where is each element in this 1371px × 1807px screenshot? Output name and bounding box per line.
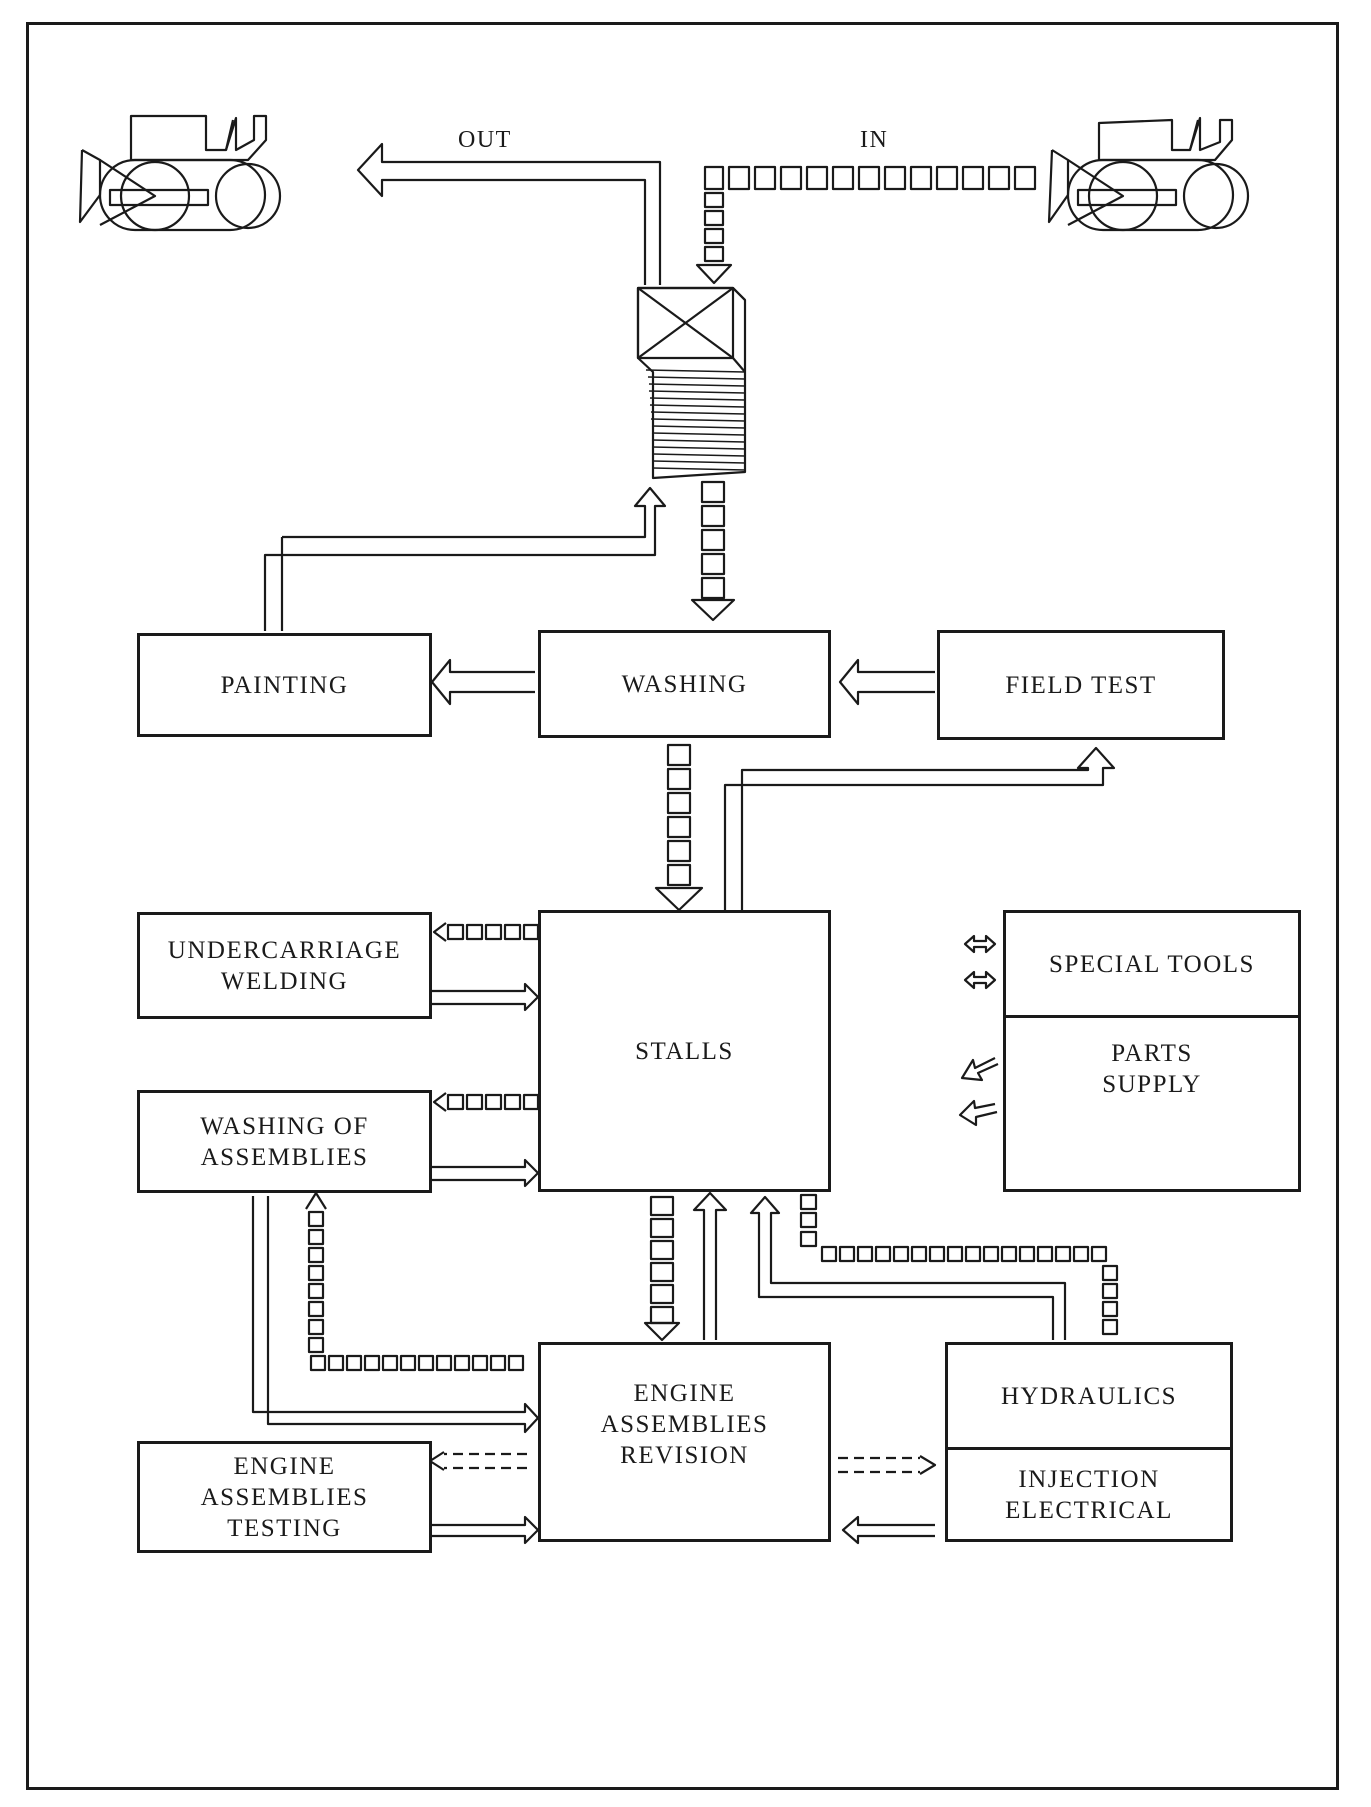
arrow-revision-to-testing-head <box>430 1452 444 1470</box>
special-tools-arrows-icon <box>965 936 995 988</box>
special-tools-section: SPECIAL TOOLS <box>1006 913 1298 1018</box>
parts-supply-arrows-icon <box>960 1058 998 1125</box>
arrow-painting-to-entry <box>265 488 665 631</box>
arrow-washing-to-painting <box>432 660 535 704</box>
bulldozer-out-icon <box>80 116 280 230</box>
field-test-label: FIELD TEST <box>1005 670 1156 701</box>
revision-label: REVISION <box>620 1440 749 1471</box>
washing-box: WASHING <box>538 630 831 738</box>
testing-label: TESTING <box>227 1513 342 1544</box>
assemblies-label: ASSEMBLIES <box>201 1142 369 1173</box>
arrow-revision-to-hydraulics-dashed <box>838 1458 920 1472</box>
chain-washing-to-stalls <box>656 745 702 910</box>
arrow-washing-assemblies-to-stalls <box>432 1160 538 1186</box>
chain-stalls-to-engine-revision <box>645 1197 679 1340</box>
engine-label: ENGINE <box>233 1451 335 1482</box>
arrow-engine-revision-to-stalls <box>694 1193 726 1340</box>
arrow-in-chain <box>697 167 1035 283</box>
entry-bay <box>638 288 745 478</box>
arrow-injection-to-revision <box>843 1517 935 1543</box>
supply-label: SUPPLY <box>1102 1069 1202 1100</box>
chain-stalls-to-undercarriage <box>434 923 538 941</box>
bulldozer-in-icon <box>1049 118 1248 230</box>
arrow-washing-assemblies-to-engine-revision <box>253 1196 538 1432</box>
chain-stalls-to-hydraulics <box>801 1195 1117 1334</box>
washing-of-assemblies-box: WASHING OF ASSEMBLIES <box>137 1090 432 1193</box>
painting-label: PAINTING <box>221 670 349 701</box>
undercarriage-label: UNDERCARRIAGE <box>168 935 401 966</box>
assemblies-label: ASSEMBLIES <box>201 1482 369 1513</box>
special-tools-label: SPECIAL TOOLS <box>1049 949 1255 980</box>
in-label: IN <box>860 127 888 154</box>
electrical-label: ELECTRICAL <box>1005 1495 1173 1526</box>
arrow-out <box>358 144 660 285</box>
chain-stalls-to-washing-assemblies <box>434 1093 538 1111</box>
engine-label: ENGINE <box>633 1378 735 1409</box>
undercarriage-welding-box: UNDERCARRIAGE WELDING <box>137 912 432 1019</box>
engine-assemblies-testing-box: ENGINE ASSEMBLIES TESTING <box>137 1441 432 1553</box>
chain-engine-revision-to-washing-assemblies <box>306 1193 523 1370</box>
engine-assemblies-revision-box: ENGINE ASSEMBLIES REVISION <box>538 1342 831 1542</box>
arrow-hydraulics-to-stalls <box>751 1197 1065 1340</box>
injection-label: INJECTION <box>1018 1464 1159 1495</box>
parts-supply-section: PARTS SUPPLY <box>1006 1018 1298 1120</box>
hydraulics-label: HYDRAULICS <box>1001 1381 1177 1412</box>
hydraulics-injection-box: HYDRAULICS INJECTION ELECTRICAL <box>945 1342 1233 1542</box>
stalls-box: STALLS <box>538 910 831 1192</box>
field-test-box: FIELD TEST <box>937 630 1225 740</box>
injection-electrical-section: INJECTION ELECTRICAL <box>948 1450 1230 1539</box>
arrow-revision-to-hydraulics-head <box>920 1456 935 1474</box>
arrow-revision-to-testing-dashed <box>444 1454 527 1468</box>
washing-label: WASHING <box>622 669 748 700</box>
arrow-stalls-to-fieldtest <box>725 748 1114 910</box>
washing-of-label: WASHING OF <box>200 1111 368 1142</box>
stalls-label: STALLS <box>635 1036 734 1067</box>
chain-entry-to-washing <box>692 482 734 620</box>
arrow-fieldtest-to-washing <box>840 660 935 704</box>
assemblies-label: ASSEMBLIES <box>601 1409 769 1440</box>
arrow-undercarriage-to-stalls <box>432 984 538 1010</box>
out-label: OUT <box>458 127 512 154</box>
parts-label: PARTS <box>1111 1038 1193 1069</box>
special-tools-parts-supply-box: SPECIAL TOOLS PARTS SUPPLY <box>1003 910 1301 1192</box>
hydraulics-section: HYDRAULICS <box>948 1345 1230 1450</box>
arrow-testing-to-revision <box>432 1517 538 1543</box>
welding-label: WELDING <box>221 966 348 997</box>
painting-box: PAINTING <box>137 633 432 737</box>
